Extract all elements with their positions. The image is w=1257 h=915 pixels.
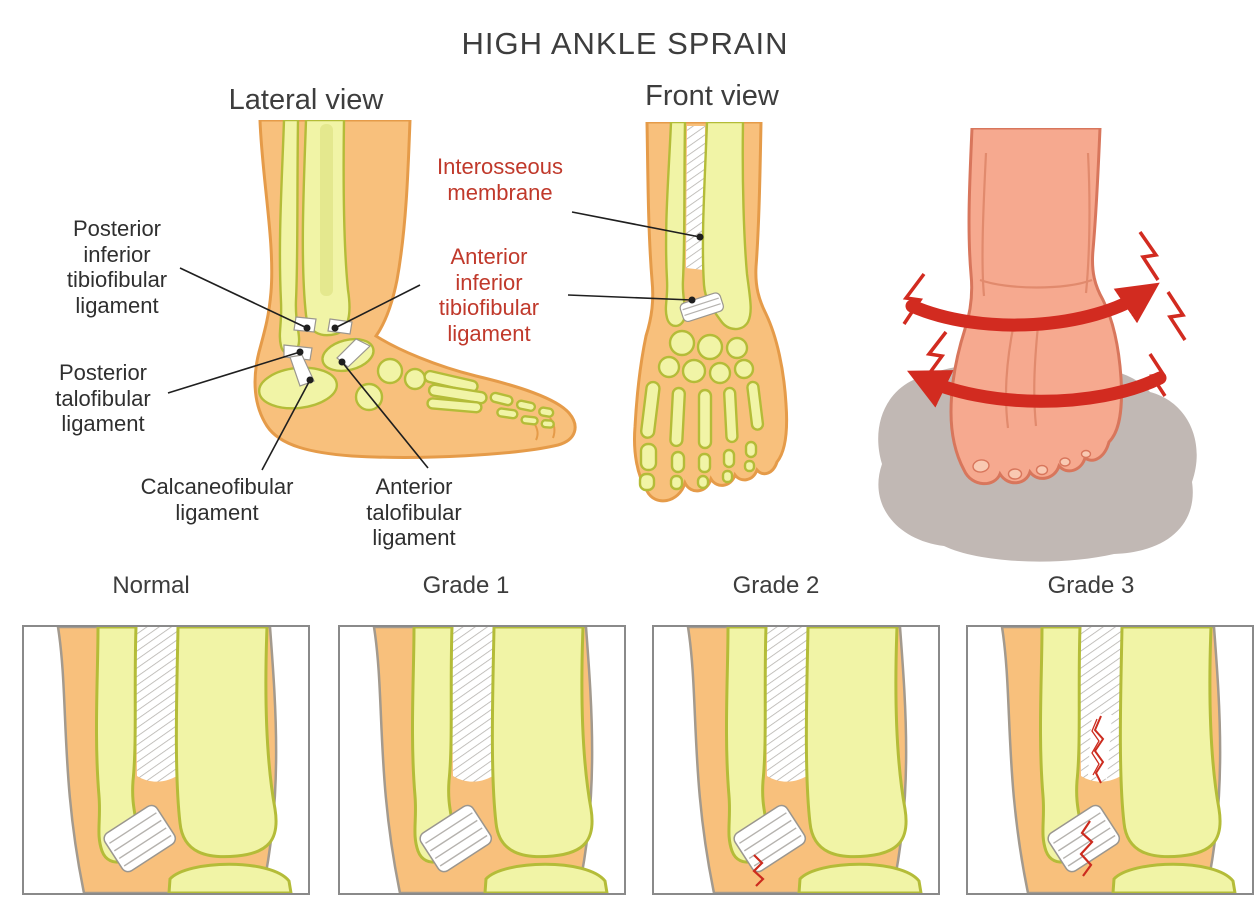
ligament-partial-tear xyxy=(752,854,765,887)
grade-label-3: Grade 3 xyxy=(1047,572,1135,599)
label-posterior-inferior-tibiofibular-ligament: Posterior inferior tibiofibular ligament xyxy=(66,216,168,318)
tibia-bone xyxy=(701,122,752,331)
label-calcaneofibular-ligament: Calcaneofibular ligament xyxy=(140,474,294,525)
foot-skin xyxy=(949,128,1123,486)
panel-grade1-art xyxy=(338,625,626,895)
front-bones xyxy=(638,122,765,492)
label-anterior-talofibular-ligament: Anterior talofibular ligament xyxy=(366,474,462,551)
anterior-inferior-tibiofibular-ligament-patch xyxy=(679,292,725,323)
panel-grade3-art xyxy=(966,625,1254,895)
foot-shading xyxy=(979,152,1093,429)
metatarsal-bones xyxy=(423,369,488,414)
panel-grade3 xyxy=(966,625,1254,895)
panel-grade1 xyxy=(338,625,626,895)
ligament-complete-tear xyxy=(1079,820,1094,877)
panel-grade2-art xyxy=(652,625,940,895)
front-view-label: Front view xyxy=(645,80,779,112)
rotation-arrow-upper xyxy=(905,282,1160,332)
page-title: HIGH ANKLE SPRAIN xyxy=(461,26,789,61)
label-anterior-inferior-tibiofibular-ligament: Anterior inferior tibiofibular ligament xyxy=(438,244,540,346)
fibula-bone xyxy=(664,122,687,328)
navicular-bone xyxy=(376,357,404,385)
grade-label-normal: Normal xyxy=(112,572,190,599)
lateral-view-label: Lateral view xyxy=(228,84,384,116)
front-view-illustration xyxy=(633,122,789,503)
grade-label-2: Grade 2 xyxy=(732,572,820,599)
phalanx-bones xyxy=(638,440,758,492)
tarsal-bones xyxy=(657,329,755,385)
toenails xyxy=(972,449,1092,480)
rotation-arrow-lower xyxy=(907,370,1167,408)
panel-normal-art xyxy=(22,625,310,895)
membrane-tear-line xyxy=(1093,715,1105,784)
cuneiform-bone xyxy=(403,367,427,391)
membrane-tear-line-2 xyxy=(1091,718,1100,776)
label-interosseous-membrane: Interosseous membrane xyxy=(437,154,563,205)
cuboid-bone xyxy=(354,382,384,412)
grade-label-1: Grade 1 xyxy=(422,572,510,599)
metatarsal-bones xyxy=(640,380,765,450)
panel-normal xyxy=(22,625,310,895)
anterior-inferior-tibiofibular-ligament-shape xyxy=(327,318,353,335)
posterior-inferior-tibiofibular-ligament-shape xyxy=(293,316,317,333)
membrane-tear-gap xyxy=(1088,713,1112,779)
tibia-inner-stripe xyxy=(320,124,333,296)
panel-grade2 xyxy=(652,625,940,895)
pain-lightning-icons xyxy=(902,231,1187,397)
sprain-mechanism-illustration xyxy=(878,128,1197,562)
label-posterior-talofibular-ligament: Posterior talofibular ligament xyxy=(55,360,151,437)
phalanx-bones xyxy=(489,391,555,429)
